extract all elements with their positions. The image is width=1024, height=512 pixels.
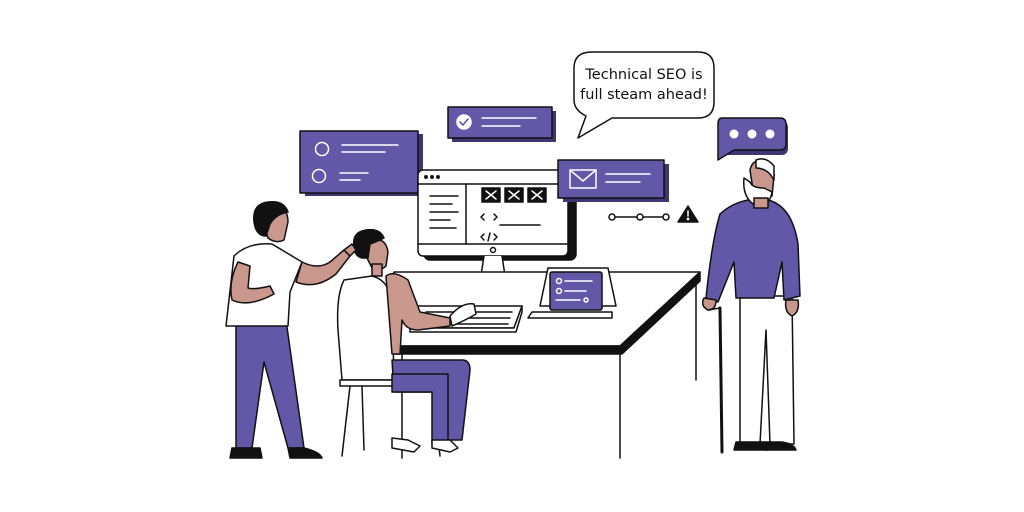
seated-man — [353, 228, 477, 453]
code-icon — [480, 232, 498, 242]
speech-bubble-shape — [573, 51, 715, 139]
info-card-left — [299, 130, 423, 196]
envelope-icon — [569, 169, 597, 189]
radio-icon — [311, 168, 327, 184]
check-card — [447, 106, 556, 142]
warning-icon — [677, 205, 699, 223]
tablet — [527, 267, 617, 319]
mail-card — [557, 159, 669, 202]
chat-bubble — [717, 117, 788, 161]
check-icon — [459, 118, 469, 126]
standing-man-left — [225, 200, 357, 459]
close-icon — [481, 187, 547, 203]
progress-slider — [608, 213, 670, 221]
radio-icon — [314, 141, 330, 157]
monitor — [417, 169, 577, 287]
ellipsis-icon — [729, 129, 775, 139]
code-icon — [480, 213, 498, 221]
elderly-man — [701, 158, 801, 454]
